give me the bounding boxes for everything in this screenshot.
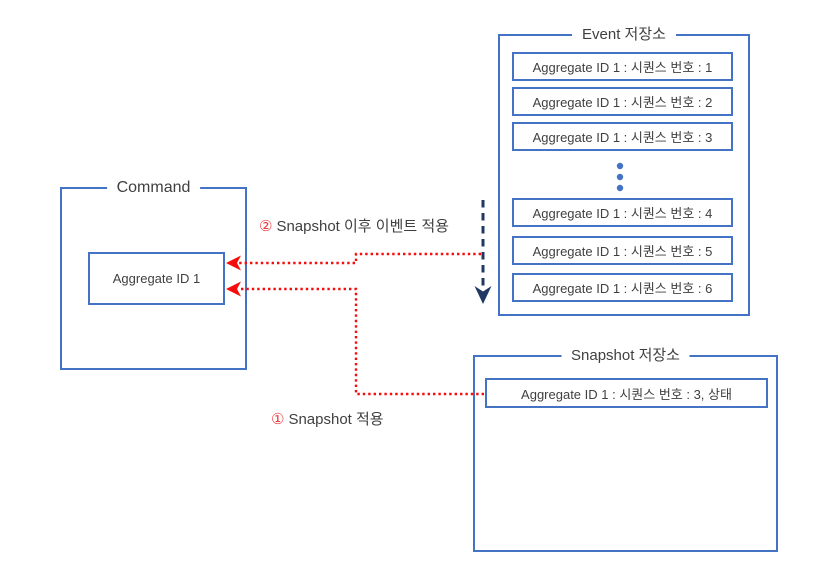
event-row: Aggregate ID 1 : 시퀀스 번호 : 3: [512, 122, 733, 151]
step2-number-icon: ②: [259, 217, 273, 235]
event-row: Aggregate ID 1 : 시퀀스 번호 : 5: [512, 236, 733, 265]
step2-text: Snapshot 이후 이벤트 적용: [276, 218, 449, 235]
event-row: Aggregate ID 1 : 시퀀스 번호 : 1: [512, 52, 733, 81]
red-dotted-arrow-snapshot-icon: [226, 281, 484, 396]
step1-text: Snapshot 적용: [288, 411, 384, 428]
snapshot-store-box: Snapshot 저장소 Aggregate ID 1 : 시퀀스 번호 : 3…: [473, 345, 778, 552]
dashed-down-arrow-icon: [474, 200, 492, 304]
event-store-box: Event 저장소 Aggregate ID 1 : 시퀀스 번호 : 1 Ag…: [498, 24, 750, 316]
event-row: Aggregate ID 1 : 시퀀스 번호 : 6: [512, 273, 733, 302]
command-box: Command Aggregate ID 1: [60, 177, 247, 370]
event-row: Aggregate ID 1 : 시퀀스 번호 : 2: [512, 87, 733, 116]
event-row: Aggregate ID 1 : 시퀀스 번호 : 4: [512, 198, 733, 227]
command-box-title: Command: [106, 177, 201, 198]
event-store-title: Event 저장소: [572, 24, 676, 45]
aggregate-label: Aggregate ID 1: [112, 271, 201, 286]
red-dotted-arrow-events-icon: [226, 252, 481, 271]
step1-number-icon: ①: [271, 410, 285, 428]
aggregate-box: Aggregate ID 1: [88, 252, 225, 305]
snapshot-row: Aggregate ID 1 : 시퀀스 번호 : 3, 상태: [485, 378, 768, 408]
snapshot-store-title: Snapshot 저장소: [561, 345, 690, 366]
